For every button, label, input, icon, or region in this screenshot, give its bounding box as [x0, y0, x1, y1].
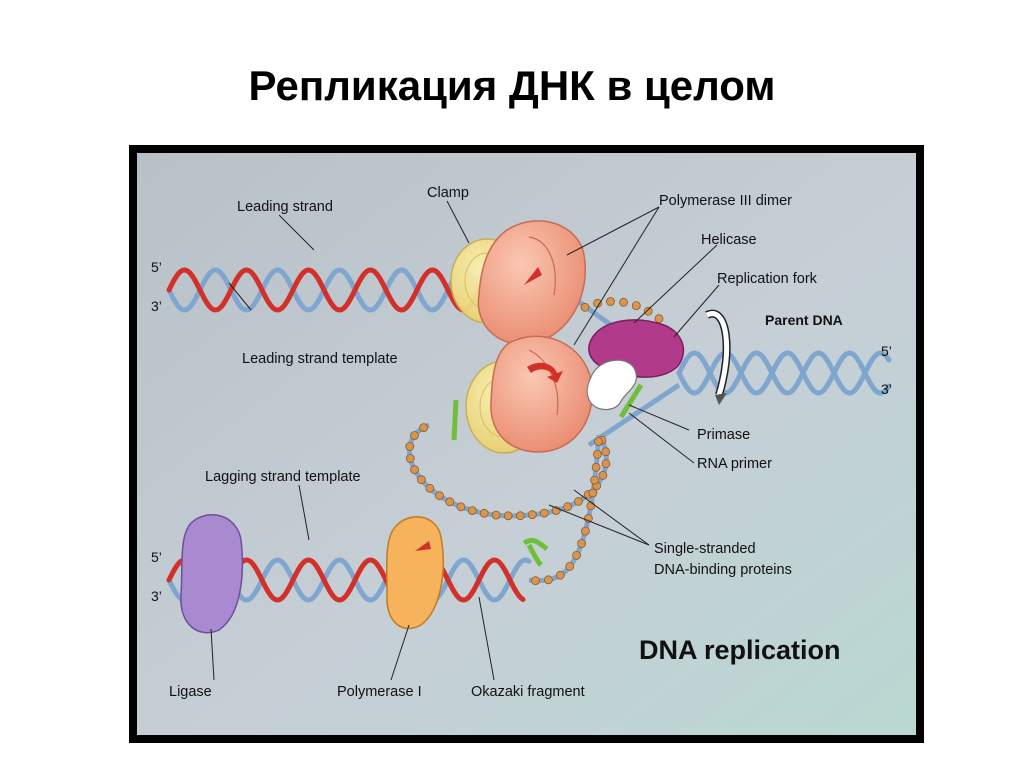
label-helicase: Helicase — [701, 232, 757, 248]
arrow-icon — [415, 541, 431, 551]
ligase — [180, 513, 244, 634]
ssb-protein — [539, 508, 549, 518]
rna-primer-left — [451, 399, 459, 441]
label-parent-dna: Parent DNA — [765, 312, 843, 328]
rna-primer-fork — [618, 383, 644, 419]
ssb-protein — [515, 511, 525, 521]
rotation-arrow-icon — [705, 309, 731, 405]
ssb-protein — [565, 561, 575, 571]
ssb-protein — [631, 301, 641, 311]
leading-strand — [166, 267, 502, 313]
ssb-protein — [410, 465, 420, 475]
ssb-protein — [591, 462, 601, 472]
ssb-protein — [527, 510, 537, 520]
label-primase: Primase — [697, 427, 750, 443]
strand-end-bottom-5: 5’ — [151, 549, 162, 565]
parent-dna-strand-a — [676, 350, 892, 396]
ssb-protein — [583, 514, 593, 523]
ssb-protein — [491, 510, 501, 520]
ssb-protein — [619, 297, 629, 307]
ssb-protein — [503, 511, 513, 521]
ssb-protein — [531, 576, 540, 586]
leader-lines — [210, 200, 720, 681]
ssb-protein — [405, 454, 415, 463]
ssb-protein — [574, 496, 583, 506]
ssb-protein — [479, 508, 489, 518]
dna-replication-diagram: Leading strand Clamp Polymerase III dime… — [137, 153, 916, 735]
polymerase-iii-upper — [477, 220, 586, 345]
label-leading-strand-template: Leading strand template — [242, 351, 398, 367]
ssb-protein — [643, 306, 653, 316]
strand-end-bottom-3: 3’ — [151, 588, 162, 604]
label-rna-primer: RNA primer — [697, 456, 772, 472]
ssb-protein — [416, 475, 426, 485]
polymerase-iii-lower — [490, 335, 593, 453]
strand-end-top-3: 3’ — [151, 298, 162, 314]
figure-caption: DNA replication — [639, 635, 841, 665]
ssb-protein — [555, 570, 565, 580]
ssb-protein — [654, 314, 664, 324]
ssb-protein — [456, 502, 466, 512]
arrow-icon — [524, 267, 542, 285]
ssb-protein — [563, 502, 573, 512]
label-clamp: Clamp — [427, 185, 469, 201]
polymerase-i — [385, 516, 444, 630]
label-okazaki-fragment: Okazaki fragment — [471, 684, 585, 700]
ssb-protein — [580, 526, 590, 536]
slide-title: Репликация ДНК в целом — [248, 62, 776, 109]
ssb-protein — [467, 506, 477, 516]
ssb-protein — [445, 497, 455, 507]
arrow-icon — [527, 362, 563, 383]
ssb-protein — [601, 447, 611, 457]
rna-primer-okazaki — [526, 543, 543, 567]
dna-replication-figure: Leading strand Clamp Polymerase III dime… — [129, 145, 924, 743]
strand-end-top-5: 5’ — [151, 259, 162, 275]
label-ssb-line2: DNA-binding proteins — [654, 562, 792, 578]
label-polymerase-iii-dimer: Polymerase III dimer — [659, 193, 792, 209]
ssb-protein — [410, 431, 419, 440]
label-ligase: Ligase — [169, 684, 212, 700]
label-polymerase-i: Polymerase I — [337, 684, 422, 700]
ssb-protein — [419, 423, 429, 433]
ssb-protein — [601, 459, 611, 469]
label-lagging-strand-template: Lagging strand template — [205, 469, 361, 485]
label-ssb-line1: Single-stranded — [654, 541, 756, 557]
ssb-protein — [425, 483, 435, 493]
ssb-protein — [586, 501, 596, 511]
rna-primer-bottom — [522, 538, 549, 551]
ssb-protein — [405, 442, 415, 451]
primase — [586, 359, 637, 411]
ssb-protein — [588, 488, 598, 498]
strand-end-right-3: 3’ — [881, 381, 892, 397]
ssb-protein — [572, 550, 582, 560]
label-replication-fork: Replication fork — [717, 271, 818, 287]
ssb-protein — [543, 575, 553, 585]
ssb-protein — [598, 470, 608, 480]
ssb-protein — [435, 491, 444, 501]
ssb-protein — [606, 297, 615, 306]
parent-dna-strand-b — [676, 350, 892, 396]
ssb-protein — [592, 449, 602, 459]
ssb-protein — [594, 437, 603, 446]
label-leading-strand: Leading strand — [237, 199, 333, 215]
ssb-protein — [580, 302, 590, 312]
strand-end-right-5: 5’ — [881, 343, 892, 359]
ssb-protein — [590, 475, 600, 485]
ssb-protein — [577, 539, 587, 548]
ssb-proteins — [405, 297, 664, 586]
